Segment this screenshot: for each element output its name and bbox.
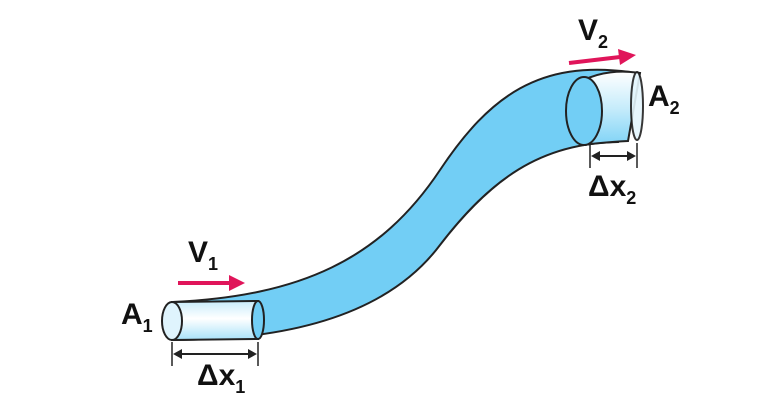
velocity-arrow-1 (178, 275, 245, 291)
a2-label: A2 (648, 80, 680, 118)
delta-x2-label: Δx2 (588, 170, 636, 208)
pipe-body (172, 68, 632, 342)
outlet-end-ellipse (630, 71, 644, 141)
delta-x1-dimension (171, 342, 259, 366)
delta-x2-dimension (589, 143, 638, 168)
inlet-opening-ellipse (161, 301, 183, 341)
v1-label: V1 (188, 236, 218, 274)
velocity-arrow-2 (568, 49, 636, 65)
a1-label: A1 (121, 298, 153, 336)
v2-label: V2 (578, 14, 608, 52)
delta-x1-label: Δx1 (197, 359, 245, 397)
segment-end-ellipse (251, 300, 265, 340)
inlet-segment (171, 299, 259, 342)
outlet-opening-ellipse (565, 76, 603, 146)
